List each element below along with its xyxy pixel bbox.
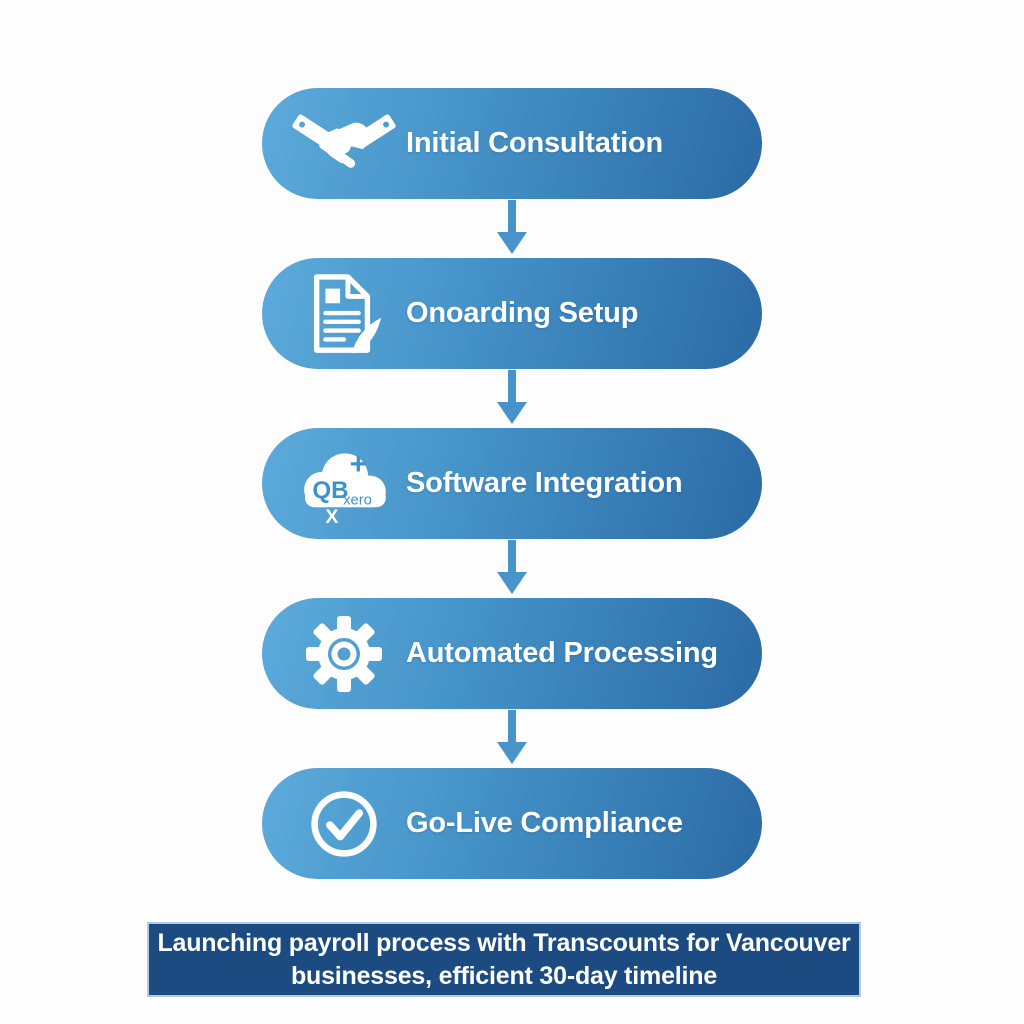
step-pill-go-live-compliance: Go-Live Compliance — [262, 768, 762, 879]
handshake-icon — [288, 109, 400, 179]
down-arrow-icon — [497, 710, 527, 764]
step-label: Go-Live Compliance — [406, 807, 683, 839]
step-pill-software-integration: QB xero + X Software Integration — [262, 428, 762, 539]
down-arrow-icon — [497, 200, 527, 254]
document-quill-icon — [288, 272, 400, 356]
plus-glyph: + — [350, 447, 367, 480]
quickbooks-logo-text: QB — [312, 476, 348, 503]
x-glyph: X — [325, 506, 338, 525]
caption-banner: Launching payroll process with Transcoun… — [147, 922, 861, 997]
step-label: Software Integration — [406, 467, 683, 499]
step-pill-onboarding-setup: Onoarding Setup — [262, 258, 762, 369]
down-arrow-icon — [497, 540, 527, 594]
step-label: Initial Consultation — [406, 127, 663, 159]
caption-line-2: businesses, efficient 30-day timeline — [290, 961, 718, 990]
step-label: Automated Processing — [406, 637, 718, 669]
caption-line-1: Launching payroll process with Transcoun… — [157, 928, 851, 957]
gear-icon — [288, 614, 400, 694]
step-pill-automated-processing: Automated Processing — [262, 598, 762, 709]
down-arrow-icon — [497, 370, 527, 424]
check-circle-icon — [288, 787, 400, 861]
step-pill-initial-consultation: Initial Consultation — [262, 88, 762, 199]
cloud-software-icon: QB xero + X — [288, 443, 400, 525]
xero-logo-text: xero — [343, 492, 372, 508]
step-label: Onoarding Setup — [406, 297, 639, 329]
